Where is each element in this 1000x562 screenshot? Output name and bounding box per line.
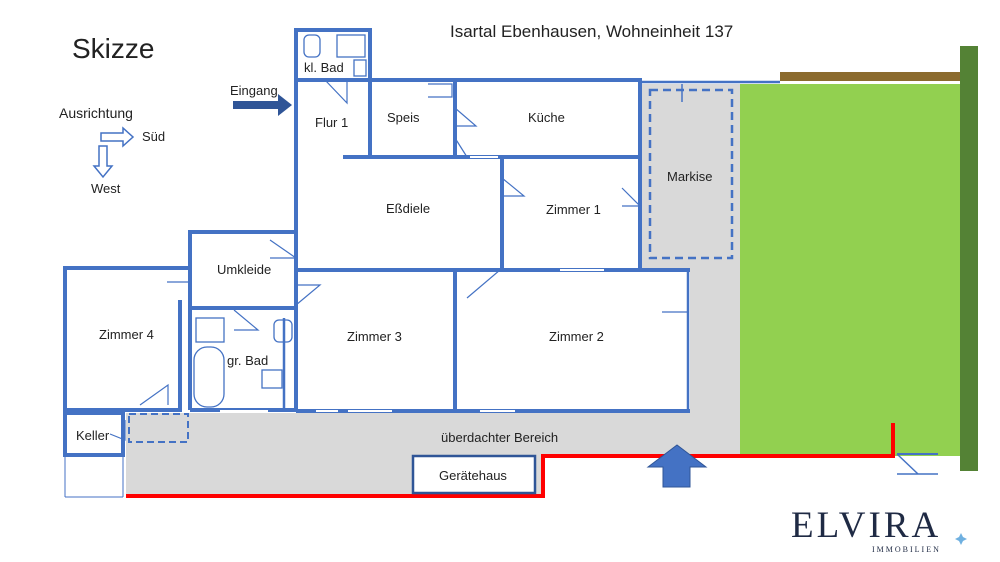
south-arrow-icon — [100, 126, 135, 148]
room-markise: Markise — [667, 169, 713, 184]
toilet-gr-bad — [273, 319, 293, 343]
sink-kl-bad — [336, 34, 366, 58]
hedge — [960, 46, 978, 471]
awning-outline — [648, 88, 734, 260]
orientation-label: Ausrichtung — [59, 105, 133, 121]
entrance-label: Eingang — [230, 83, 278, 98]
wall-keller — [63, 411, 125, 457]
windows — [220, 156, 604, 412]
garden-gate-leaf — [896, 453, 919, 475]
wall-top — [296, 78, 642, 158]
access-arrow — [646, 444, 708, 488]
lawn-area — [740, 84, 962, 456]
room-umkleide: Umkleide — [217, 262, 271, 277]
room-essdiele: Eßdiele — [386, 201, 430, 216]
room-zimmer1: Zimmer 1 — [546, 202, 601, 217]
room-flur: Flur 1 — [315, 115, 348, 130]
orientation-arrows — [92, 126, 135, 179]
toilet-kl-bad — [303, 34, 321, 58]
wall-zimmer4 — [63, 266, 190, 412]
keller-hatch-outline — [128, 413, 189, 443]
entrance-arrow — [233, 94, 292, 116]
west-label: West — [91, 181, 121, 196]
room-kueche: Küche — [528, 110, 565, 125]
wall-umkleide — [188, 230, 296, 410]
logo-name: ELVIRA — [791, 505, 941, 546]
south-label: Süd — [142, 129, 165, 144]
logo-sub: IMMOBILIEN — [872, 545, 941, 554]
fixtures — [193, 34, 367, 408]
covered-area-label: überdachter Bereich — [441, 430, 558, 445]
room-gr-bad: gr. Bad — [227, 353, 268, 368]
room-zimmer3: Zimmer 3 — [347, 329, 402, 344]
room-zimmer4: Zimmer 4 — [99, 327, 154, 342]
fence — [780, 72, 960, 81]
room-speis: Speis — [387, 110, 420, 125]
labels: Skizze Isartal Ebenhausen, Wohneinheit 1… — [59, 22, 733, 483]
shed-box — [411, 454, 537, 495]
paved-covered-area — [126, 84, 740, 496]
door-swings — [109, 79, 689, 441]
west-arrow-icon — [92, 145, 114, 179]
sink-gr-bad — [195, 317, 225, 343]
room-zimmer2: Zimmer 2 — [549, 329, 604, 344]
bathtub — [193, 346, 225, 408]
room-kl-bad: kl. Bad — [304, 60, 344, 75]
shed-label: Gerätehaus — [439, 468, 507, 483]
elvira-logo: ELVIRA IMMOBILIEN — [791, 505, 967, 554]
plan-title: Isartal Ebenhausen, Wohneinheit 137 — [450, 22, 733, 41]
sketch-title: Skizze — [72, 33, 154, 64]
sparkle-icon — [955, 533, 967, 545]
sink-kl-bad-2 — [353, 59, 367, 77]
property-boundary-line — [126, 423, 895, 498]
room-keller: Keller — [76, 428, 110, 443]
bidet-gr-bad — [261, 369, 283, 389]
